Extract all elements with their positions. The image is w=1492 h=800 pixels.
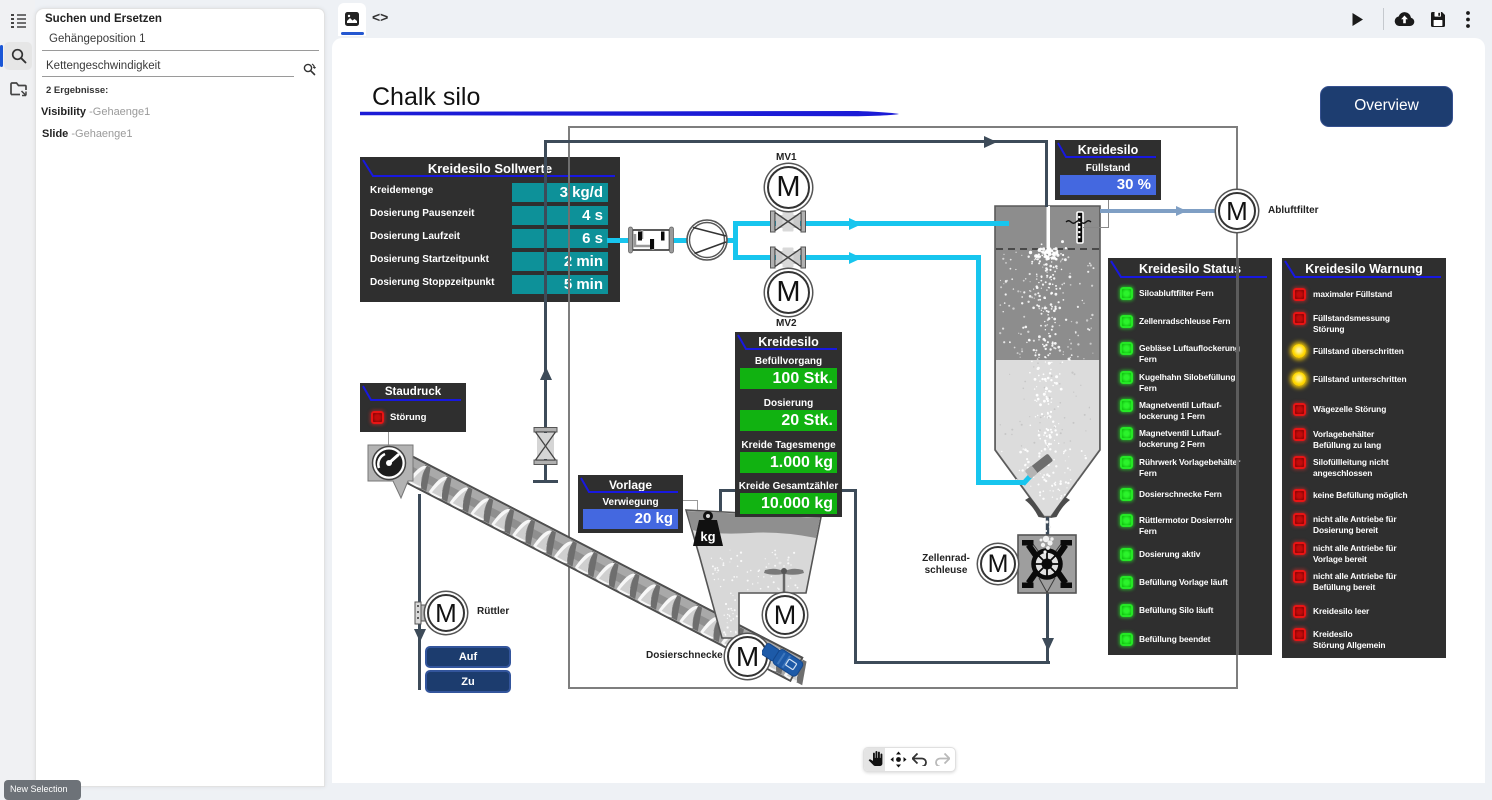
svg-text:kg: kg: [700, 529, 715, 544]
